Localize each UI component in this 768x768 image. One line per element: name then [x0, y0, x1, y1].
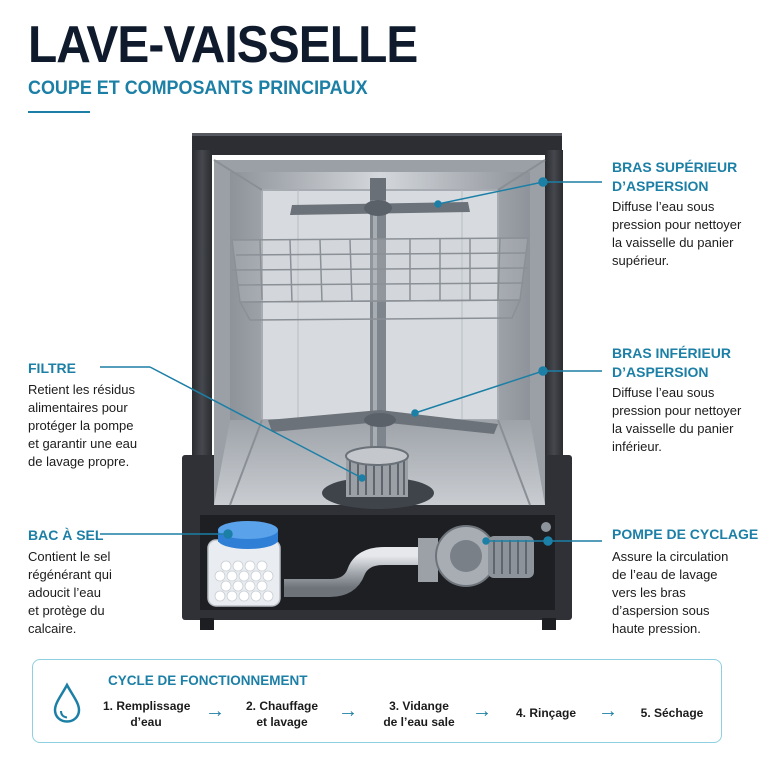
arrow-right-icon: → — [338, 700, 358, 722]
water-drop-icon — [53, 682, 81, 723]
arrow-right-icon: → — [472, 700, 492, 722]
salt-title: BAC À SEL — [28, 527, 104, 543]
page-subtitle: COUPE ET COMPOSANTS PRINCIPAUX — [28, 77, 368, 99]
upper-basket — [231, 237, 529, 321]
arrow-right-icon: → — [205, 700, 225, 722]
upper-spray-arm — [290, 178, 470, 216]
drain-pipe — [284, 547, 420, 597]
cycle-title: CYCLE DE FONCTIONNEMENT — [108, 673, 308, 688]
arrow-right-icon: → — [598, 700, 618, 722]
filter-title: FILTRE — [28, 360, 76, 376]
page-title: LAVE-VAISSELLE — [28, 16, 418, 74]
cycle-step-4: 4. Rinçage — [515, 706, 577, 720]
cycle-step-5: 5. Séchage — [640, 706, 704, 720]
salt-container — [207, 521, 281, 607]
filter — [322, 446, 434, 509]
callout-lines — [100, 177, 602, 546]
water-column — [370, 185, 386, 475]
circulation-pump — [418, 522, 551, 587]
title-underline — [28, 111, 90, 113]
lower-spray-arm — [268, 410, 498, 434]
dishwasher-cutaway-illustration — [100, 133, 602, 630]
cycle-panel — [32, 659, 722, 743]
pump-title: POMPE DE CYCLAGE — [612, 526, 759, 542]
